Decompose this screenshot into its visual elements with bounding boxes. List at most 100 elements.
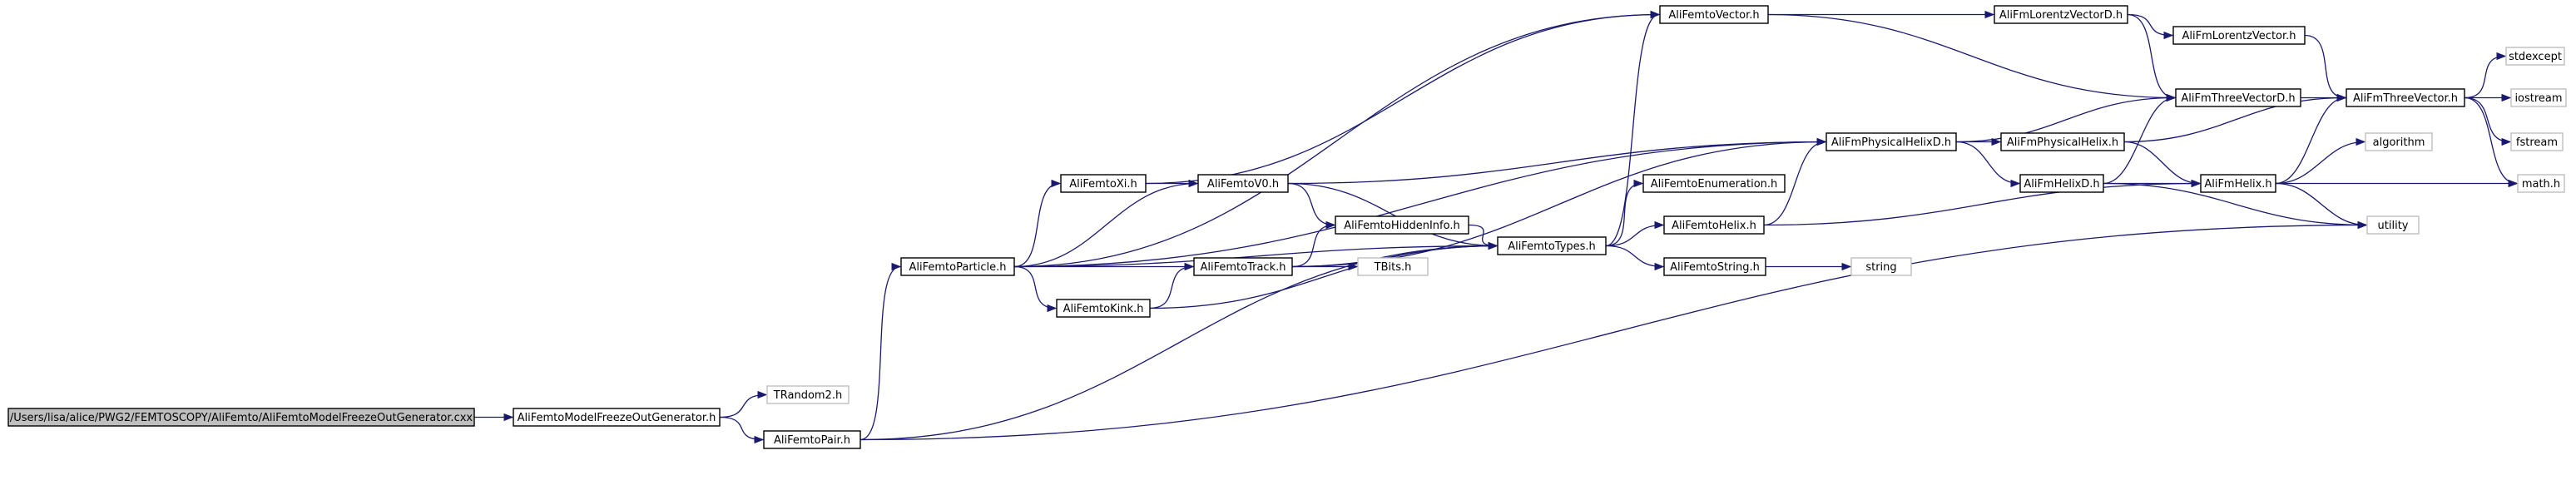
node-box [1193, 257, 1293, 276]
edge-xi-to-vector [1145, 10, 1661, 185]
node-box [2000, 132, 2125, 151]
edge-types-to-fhelix [1605, 220, 1665, 247]
node-label: AliFmLorentzVector.h [2182, 30, 2296, 42]
node-box [2510, 132, 2564, 151]
node-kink[interactable]: AliFemtoKink.h [1056, 299, 1151, 318]
node-box [2505, 47, 2565, 66]
node-freezeout_h[interactable]: AliFemtoModelFreezeOutGenerator.h [513, 408, 721, 427]
node-label: AliFmHelixD.h [2024, 178, 2099, 191]
node-utility: utility [2366, 215, 2420, 235]
edge-line [719, 390, 768, 418]
edge-line [1605, 220, 1665, 247]
edge-particle-to-physhelixd [1013, 137, 1827, 268]
node-vector[interactable]: AliFemtoVector.h [1659, 5, 1769, 24]
edge-line [2464, 97, 2519, 188]
node-box [1060, 174, 1147, 193]
edge-pair-to-particle [859, 262, 902, 441]
node-helix[interactable]: AliFmHelix.h [2200, 174, 2276, 193]
node-label: fstream [2516, 136, 2558, 149]
node-lorentz[interactable]: AliFmLorentzVector.h [2172, 26, 2306, 45]
edge-line [1013, 179, 1199, 268]
node-box [1497, 236, 1607, 255]
edge-line [2103, 93, 2177, 185]
node-box [1357, 257, 1429, 276]
node-box [2510, 88, 2567, 107]
edge-line [859, 262, 902, 441]
node-hidden[interactable]: AliFemtoHiddenInfo.h [1335, 215, 1469, 235]
node-fhelix[interactable]: AliFemtoHelix.h [1663, 215, 1765, 235]
edge-fhelix-to-physhelixd [1763, 137, 1827, 226]
edge-particle-to-v0 [1013, 179, 1199, 268]
node-box [2175, 88, 2301, 107]
node-physhelixd[interactable]: AliFmPhysicalHelixD.h [1825, 132, 1957, 151]
edge-helixd-to-utility [2103, 182, 2368, 230]
node-box [2366, 215, 2420, 235]
edge-freezeout_h-to-trandom2 [719, 390, 768, 418]
node-algorithm: algorithm [2365, 132, 2433, 151]
node-track[interactable]: AliFemtoTrack.h [1193, 257, 1293, 276]
node-box [2517, 174, 2565, 193]
node-box [2346, 88, 2465, 107]
edge-types-to-vector [1605, 10, 1661, 247]
edge-pair-to-types [859, 241, 1499, 441]
node-label: math.h [2522, 178, 2560, 191]
edge-line [2464, 97, 2512, 146]
node-lorentzd[interactable]: AliFmLorentzVectorD.h [1994, 5, 2128, 24]
node-three[interactable]: AliFmThreeVector.h [2346, 88, 2465, 107]
node-label: AliFmPhysicalHelixD.h [1831, 136, 1951, 149]
node-tbits: TBits.h [1357, 257, 1429, 276]
edge-freezeout_h-to-pair [719, 416, 765, 444]
node-box [513, 408, 721, 427]
node-label: AliFmPhysicalHelix.h [2007, 136, 2118, 149]
edge-pair-to-utility [859, 220, 2368, 441]
edge-line [1013, 10, 1661, 268]
node-box [1825, 132, 1957, 151]
edge-helix-to-utility [2275, 182, 2368, 230]
node-label: algorithm [2373, 136, 2425, 149]
edge-line [2275, 93, 2347, 185]
edge-line [2127, 13, 2174, 40]
edge-line [1145, 10, 1661, 185]
node-label: AliFemtoParticle.h [909, 261, 1007, 274]
edge-line [1763, 179, 2202, 226]
edge-line [1287, 137, 1827, 185]
edge-line [2123, 141, 2202, 188]
node-label: AliFmThreeVector.h [2353, 92, 2458, 105]
node-label: AliFemtoModelFreezeOutGenerator.h [518, 412, 716, 424]
edge-three-to-fstream [2464, 97, 2512, 146]
node-fstring[interactable]: AliFemtoString.h [1663, 257, 1766, 276]
node-box [1659, 5, 1769, 24]
node-helixd[interactable]: AliFmHelixD.h [2019, 174, 2104, 193]
node-fstream: fstream [2510, 132, 2564, 151]
edge-helixd-to-threed [2103, 93, 2177, 185]
node-particle[interactable]: AliFemtoParticle.h [900, 257, 1015, 276]
node-box [900, 257, 1015, 276]
node-v0[interactable]: AliFemtoV0.h [1197, 174, 1289, 193]
edge-types-to-enumeration [1605, 179, 1644, 247]
node-xi[interactable]: AliFemtoXi.h [1060, 174, 1147, 193]
edge-line [1955, 141, 2021, 188]
edge-kink-to-track [1149, 262, 1195, 309]
node-label: AliFemtoV0.h [1207, 178, 1279, 191]
edge-three-to-stdexcept [2464, 52, 2507, 99]
node-threed[interactable]: AliFmThreeVectorD.h [2175, 88, 2301, 107]
edge-particle-to-kink [1013, 265, 1058, 313]
edge-track-to-hidden [1291, 220, 1336, 268]
edges-layer [474, 10, 2519, 444]
node-label: string [1865, 261, 1896, 274]
node-label: TBits.h [1374, 261, 1412, 274]
node-label: AliFemtoHelix.h [1672, 220, 1756, 232]
node-pair[interactable]: AliFemtoPair.h [763, 430, 861, 449]
node-root[interactable]: /Users/lisa/alice/PWG2/FEMTOSCOPY/AliFem… [7, 408, 475, 427]
node-box [1056, 299, 1151, 318]
node-physhelix[interactable]: AliFmPhysicalHelix.h [2000, 132, 2125, 151]
node-box [7, 408, 475, 427]
edge-line [1013, 265, 1058, 313]
edge-particle-to-vector [1013, 10, 1661, 268]
node-math: math.h [2517, 174, 2565, 193]
edge-fhelix-to-helix [1763, 179, 2202, 226]
node-enumeration[interactable]: AliFemtoEnumeration.h [1642, 174, 1786, 193]
edge-line [1605, 10, 1661, 247]
node-label: AliFmHelix.h [2204, 178, 2271, 191]
node-types[interactable]: AliFemtoTypes.h [1497, 236, 1607, 255]
